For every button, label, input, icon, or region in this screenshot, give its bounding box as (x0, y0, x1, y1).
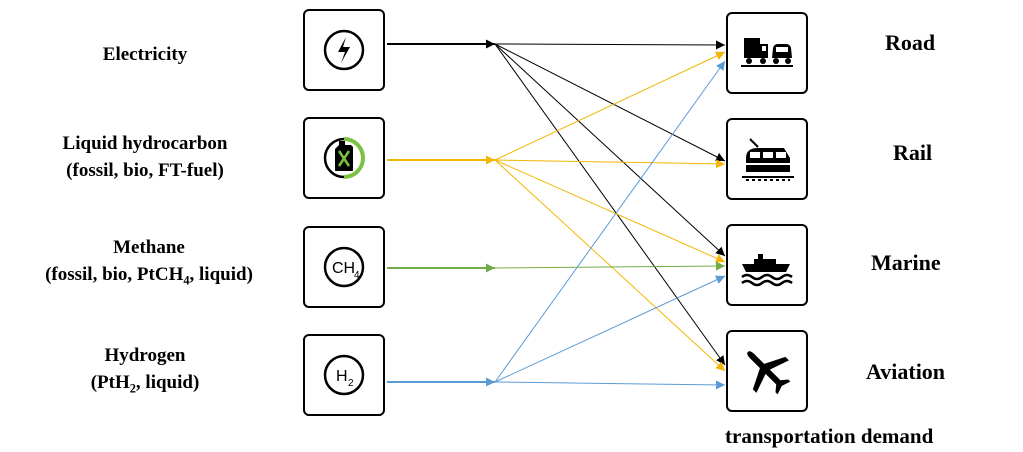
aviation-label: Aviation (866, 359, 946, 384)
hydrogen-icon-text: H (336, 368, 348, 385)
road-label: Road (885, 30, 936, 55)
transportation-demand-title: transportation demand (725, 424, 934, 448)
liquid-hydrocarbon-sublabel: (fossil, bio, FT-fuel) (66, 160, 224, 181)
methane-icon-subscript: 4 (354, 270, 360, 281)
flow-liquid-to-aviation (494, 159, 726, 372)
methane-sublabel-tail: , liquid) (189, 264, 253, 285)
marine-label: Marine (871, 250, 941, 275)
flow-hydrogen-to-aviation (494, 380, 726, 390)
fuel-canister-icon (323, 137, 365, 179)
rail-icon-box (726, 118, 808, 200)
hydrogen-icon-subscript: 2 (348, 378, 354, 389)
methane-sublabel-subscript: 4 (183, 273, 190, 288)
methane-molecule-icon: CH 4 (323, 246, 365, 288)
methane-label: Methane (113, 237, 185, 258)
source-label-hydrogen: Hydrogen (PtH2, liquid) (40, 342, 250, 396)
hydrogen-sublabel-subscript: 2 (129, 381, 136, 396)
train-icon (742, 138, 794, 181)
source-label-electricity: Electricity (40, 41, 250, 68)
methane-icon-box: CH 4 (303, 226, 385, 308)
methane-sublabel: (fossil, bio, PtCH4, liquid) (8, 261, 290, 288)
methane-sublabel-text: (fossil, bio, PtCH (45, 264, 184, 285)
hydrogen-sublabel-tail: , liquid) (135, 372, 200, 393)
source-label-methane: Methane (fossil, bio, PtCH4, liquid) (8, 234, 290, 288)
aviation-icon-box (726, 330, 808, 412)
hydrogen-sublabel: (PtH2, liquid) (40, 369, 250, 396)
electricity-icon-box (303, 9, 385, 91)
airplane-icon (747, 351, 791, 395)
ship-icon (741, 254, 793, 287)
flow-liquid-to-rail (494, 159, 726, 169)
hydrogen-icon-box: H 2 (303, 334, 385, 416)
flow-hydrogen-to-road (494, 60, 726, 383)
hydrogen-label: Hydrogen (104, 345, 186, 366)
hydrogen-sublabel-text: (PtH (90, 372, 130, 393)
rail-label: Rail (893, 140, 933, 165)
truck-and-car-icon (741, 38, 793, 67)
flow-methane-to-marine (494, 261, 726, 271)
methane-icon-text: CH (332, 260, 355, 277)
flow-electricity-to-aviation (494, 43, 726, 366)
lightning-bolt-icon (323, 29, 365, 71)
hydrogen-molecule-icon: H 2 (323, 354, 365, 396)
flow-liquid-to-road (494, 51, 726, 161)
marine-icon-box (726, 224, 808, 306)
flow-electricity-to-rail (494, 43, 726, 162)
liquid-fuel-icon-box (303, 117, 385, 199)
flow-electricity-to-marine (494, 43, 726, 257)
liquid-hydrocarbon-label: Liquid hydrocarbon (62, 133, 228, 154)
source-label-liquid-hydrocarbon: Liquid hydrocarbon (fossil, bio, FT-fuel… (20, 130, 270, 184)
flow-liquid-to-marine (494, 159, 726, 263)
flow-electricity-to-road (494, 40, 726, 50)
flow-hydrogen-to-marine (494, 275, 726, 383)
electricity-label: Electricity (102, 44, 188, 65)
road-icon-box (726, 12, 808, 94)
